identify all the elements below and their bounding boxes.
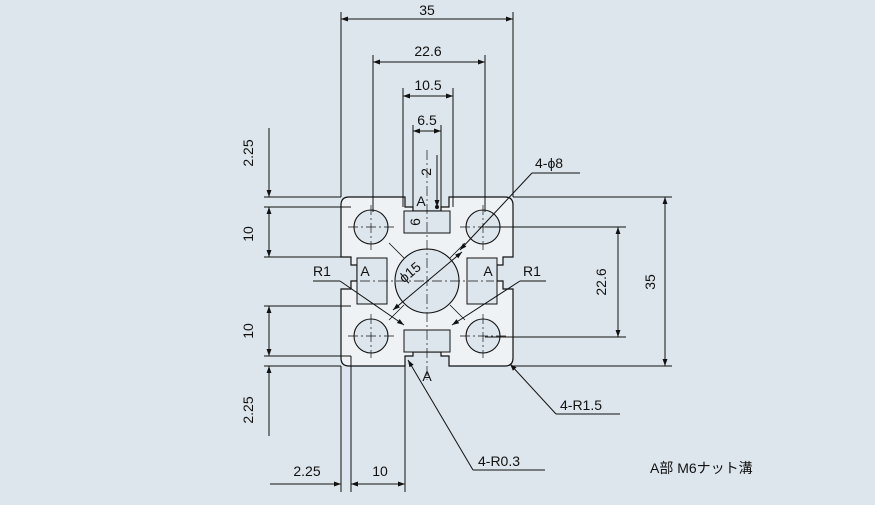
dimension-slot-opening: 6.5 bbox=[412, 112, 442, 207]
dim-text-corner-radius: 4-R1.5 bbox=[560, 397, 602, 413]
leader-r1-left: R1 bbox=[313, 263, 405, 326]
leader-r1-right: R1 bbox=[451, 263, 546, 326]
dim-text-bottom-2-25: 2.25 bbox=[293, 463, 320, 479]
dim-text-hole-pitch-right: 22.6 bbox=[593, 268, 609, 295]
dimension-left-lower: 10 2.25 bbox=[240, 305, 351, 436]
label-a-top: A bbox=[416, 193, 426, 209]
legend-note: A部 M6ナット溝 bbox=[650, 460, 753, 476]
label-a-left: A bbox=[360, 263, 370, 279]
dimension-hole-pitch-top: 22.6 bbox=[372, 43, 486, 212]
leader-inner-radius: 4-R0.3 bbox=[407, 359, 545, 471]
dim-text-left-upper-2-25: 2.25 bbox=[240, 139, 256, 166]
label-a-right: A bbox=[483, 263, 493, 279]
dim-text-hole-pitch-top: 22.6 bbox=[414, 43, 441, 59]
dim-text-hole-callout: 4-ϕ8 bbox=[535, 155, 563, 171]
dim-text-width-35: 35 bbox=[419, 2, 435, 18]
dim-text-left-lower-10: 10 bbox=[240, 323, 256, 339]
dimension-width-35: 35 bbox=[340, 2, 514, 197]
dimension-hole-pitch-right: 22.6 bbox=[485, 226, 626, 338]
dimension-slot-outer: 10.5 bbox=[402, 77, 454, 207]
dimension-hole-callout: 4-ϕ8 bbox=[459, 155, 580, 251]
dim-text-slot-inner-6: 6 bbox=[407, 218, 423, 226]
dimension-bottom: 2.25 10 bbox=[270, 356, 406, 492]
web-ribs bbox=[388, 242, 466, 321]
dim-text-slot-depth: 2 bbox=[418, 168, 434, 176]
dim-text-slot-opening: 6.5 bbox=[417, 112, 437, 128]
dimension-left-upper: 2.25 10 bbox=[240, 128, 351, 258]
dim-text-left-lower-2-25: 2.25 bbox=[240, 396, 256, 423]
dim-text-left-upper-10: 10 bbox=[240, 226, 256, 242]
dim-text-slot-outer: 10.5 bbox=[414, 77, 441, 93]
dimension-slot-depth-2: 2 bbox=[418, 155, 440, 209]
dim-text-bottom-10: 10 bbox=[372, 463, 388, 479]
label-r1-left: R1 bbox=[313, 263, 331, 279]
label-a-bottom: A bbox=[422, 368, 432, 384]
dimension-height-35: 35 bbox=[513, 196, 672, 367]
dim-text-height-35: 35 bbox=[642, 274, 658, 290]
label-r1-right: R1 bbox=[523, 263, 541, 279]
dim-text-inner-radius: 4-R0.3 bbox=[478, 453, 520, 469]
leader-corner-radius: 4-R1.5 bbox=[509, 363, 620, 415]
